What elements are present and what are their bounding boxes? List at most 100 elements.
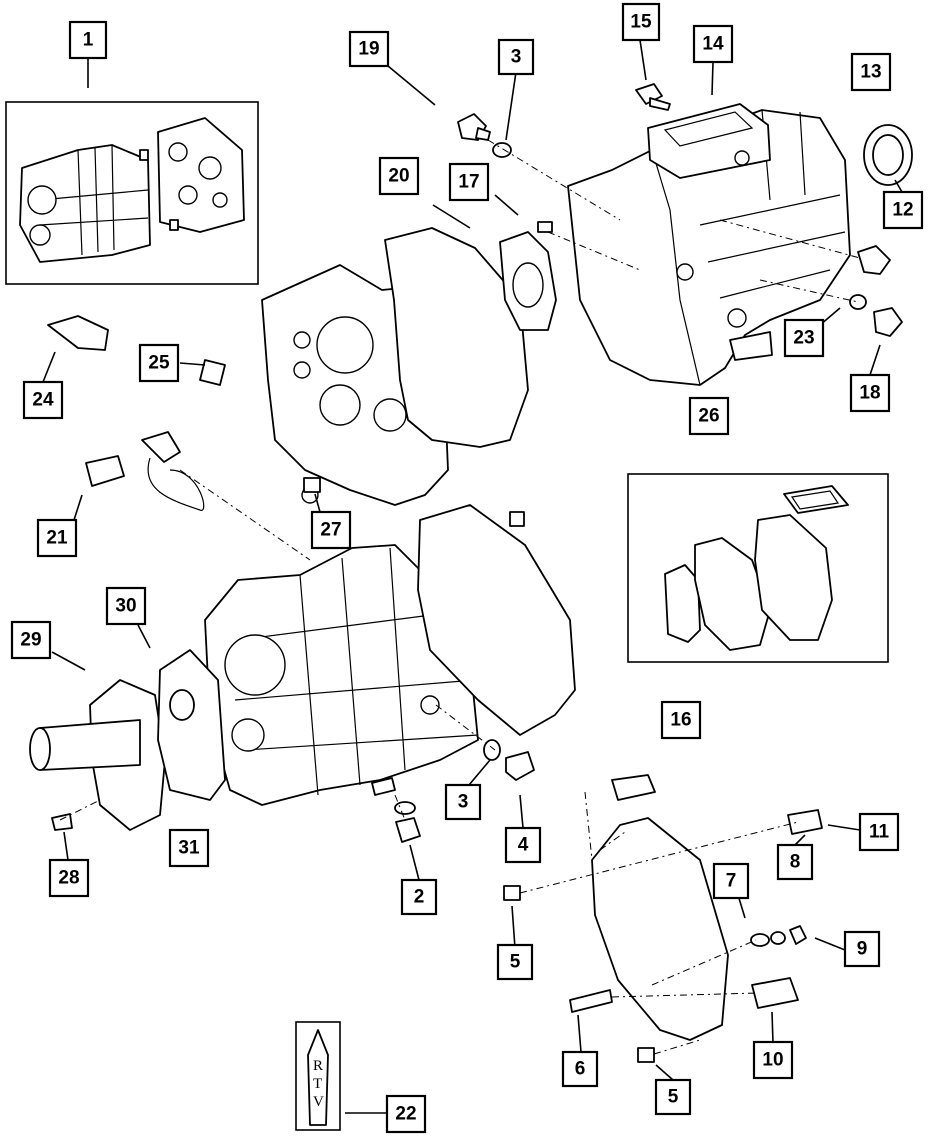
callout-8: 8 xyxy=(776,843,814,881)
callout-3-lower: 3 xyxy=(444,783,482,821)
rtv-letter-r: R xyxy=(313,1058,323,1074)
assembly-center-lines xyxy=(59,139,861,1055)
callout-labels: 1 19 3 15 14 13 12 20 17 23 18 26 24 25 … xyxy=(10,2,924,1134)
callout-12: 12 xyxy=(882,190,924,230)
rtv-sealant-tube-illustration: R T V xyxy=(295,1021,341,1131)
callout-20: 20 xyxy=(378,156,420,196)
callout-29-text: 29 xyxy=(20,630,41,651)
callout-8-text: 8 xyxy=(790,852,801,873)
dowel-27-illustration xyxy=(303,477,321,493)
callout-19-text: 19 xyxy=(358,39,379,60)
pin-17-illustration xyxy=(537,221,553,233)
callout-22: 22 xyxy=(385,1094,427,1134)
gasket-30-illustration xyxy=(157,649,226,801)
rtv-letter-v: V xyxy=(313,1094,324,1110)
callout-25: 25 xyxy=(138,343,180,383)
washer-23-illustration xyxy=(849,294,867,310)
callout-18: 18 xyxy=(849,373,891,413)
bracket-24-illustration xyxy=(47,315,109,351)
case-assembly-inset-illustration xyxy=(19,117,245,263)
nut-9-illustration xyxy=(789,925,807,945)
plug-13-illustration xyxy=(857,245,891,275)
callout-10: 10 xyxy=(752,1040,794,1080)
plug-18-illustration xyxy=(873,307,903,337)
callout-2-text: 2 xyxy=(414,887,425,908)
callout-19: 19 xyxy=(348,30,390,68)
callout-16-text: 16 xyxy=(670,710,691,731)
bolt-top-illustration xyxy=(611,774,656,801)
bearing-retainer-29-illustration xyxy=(29,679,166,831)
callout-16: 16 xyxy=(660,700,702,740)
callout-5-lower-text: 5 xyxy=(668,1087,679,1108)
clip-25-illustration xyxy=(199,359,226,386)
bolt-center-illustration xyxy=(371,777,396,796)
callout-17-text: 17 xyxy=(458,172,479,193)
callout-29: 29 xyxy=(10,620,52,660)
sensor-21-illustration xyxy=(85,431,205,511)
callout-10-text: 10 xyxy=(762,1050,783,1071)
callout-23: 23 xyxy=(783,318,825,358)
callout-2: 2 xyxy=(400,878,438,916)
washer-2-illustration xyxy=(394,801,416,815)
callout-11: 11 xyxy=(858,812,900,852)
callout-5-lower: 5 xyxy=(654,1078,692,1116)
callout-3-lower-text: 3 xyxy=(458,792,469,813)
callout-26-text: 26 xyxy=(698,406,719,427)
callout-24-text: 24 xyxy=(32,390,54,411)
callout-31: 31 xyxy=(168,828,210,868)
callout-27-text: 27 xyxy=(320,520,341,541)
extension-housing-illustration xyxy=(567,103,851,386)
callout-31-text: 31 xyxy=(178,838,200,859)
callout-9-text: 9 xyxy=(857,939,868,960)
dowel-5-upper-illustration xyxy=(503,885,521,901)
callout-24: 24 xyxy=(22,380,64,420)
callout-26: 26 xyxy=(688,396,730,436)
callout-4: 4 xyxy=(504,826,542,864)
callout-28: 28 xyxy=(48,858,90,898)
vent-15-illustration xyxy=(635,83,671,111)
callout-3-top-text: 3 xyxy=(511,47,522,68)
bolt-11-illustration xyxy=(787,809,823,835)
callout-18-text: 18 xyxy=(859,383,880,404)
plug-19-illustration xyxy=(457,113,491,141)
washer-3-lower-illustration xyxy=(483,739,501,761)
plug-4-illustration xyxy=(505,751,535,781)
callout-30-text: 30 xyxy=(115,596,136,617)
bolt-28-illustration xyxy=(51,813,73,831)
callout-5-upper: 5 xyxy=(496,943,534,981)
callout-23-text: 23 xyxy=(793,328,814,349)
dowel-5-lower-illustration xyxy=(637,1047,655,1063)
callout-28-text: 28 xyxy=(58,868,79,889)
callout-17: 17 xyxy=(448,162,490,202)
callout-22-text: 22 xyxy=(395,1104,416,1125)
callout-21: 21 xyxy=(36,518,78,558)
callout-3-top: 3 xyxy=(497,38,535,76)
callout-21-text: 21 xyxy=(46,528,68,549)
seal-31-illustration xyxy=(169,689,195,721)
rtv-letter-t: T xyxy=(313,1076,322,1092)
lockwasher-illustration xyxy=(770,931,786,945)
washer-3-top-illustration xyxy=(492,142,512,158)
gasket-case-right-illustration xyxy=(417,504,576,736)
dowel-right-illustration xyxy=(509,511,525,527)
gasket-kit-inset-frame xyxy=(627,473,889,663)
callout-6-text: 6 xyxy=(575,1059,586,1080)
callout-13-text: 13 xyxy=(860,62,881,83)
callout-6: 6 xyxy=(561,1050,599,1088)
nut-2-illustration xyxy=(395,817,421,843)
callout-5-upper-text: 5 xyxy=(510,952,521,973)
washer-8-illustration xyxy=(750,933,770,947)
callout-13: 13 xyxy=(850,52,892,92)
bolt-10-illustration xyxy=(751,977,799,1009)
gasket-20-illustration xyxy=(384,227,529,448)
callout-27: 27 xyxy=(310,510,352,550)
callout-12-text: 12 xyxy=(892,200,913,221)
callout-14: 14 xyxy=(692,24,734,64)
stud-6-illustration xyxy=(569,989,613,1013)
callout-30: 30 xyxy=(105,586,147,626)
callout-15-text: 15 xyxy=(630,12,652,33)
transmission-case-illustration xyxy=(204,544,479,806)
case-assembly-inset-frame xyxy=(5,101,259,285)
callout-9: 9 xyxy=(843,930,881,968)
